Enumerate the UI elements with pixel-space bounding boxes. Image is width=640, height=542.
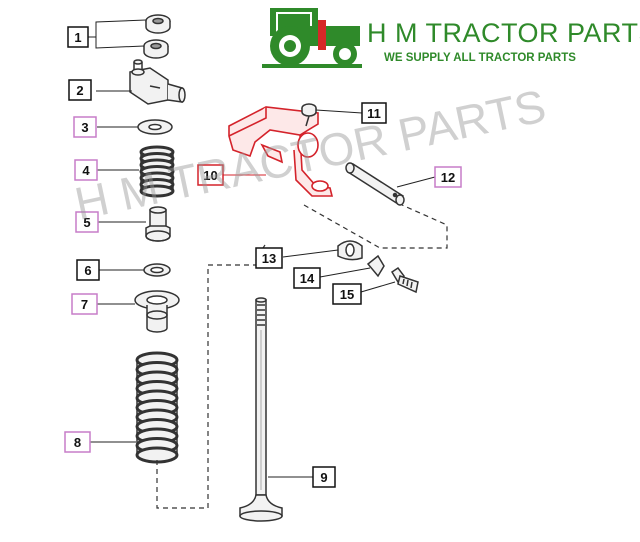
assembly-guides bbox=[156, 204, 448, 509]
callout-4-box bbox=[74, 159, 98, 181]
bolt-part-15 bbox=[390, 266, 419, 294]
callout-9: 9 bbox=[312, 466, 336, 488]
callout-1: 1 bbox=[67, 26, 89, 48]
callout-11-text: 11 bbox=[367, 106, 381, 121]
brand-tagline: WE SUPPLY ALL TRACTOR PARTS bbox=[384, 52, 576, 64]
callout-13: 13 bbox=[255, 247, 283, 269]
callout-12: 12 bbox=[434, 166, 462, 188]
callout-8-text: 8 bbox=[74, 435, 81, 450]
callout-3: 3 bbox=[73, 116, 97, 138]
callout-5-box bbox=[75, 211, 99, 233]
callout-2-box bbox=[68, 79, 92, 101]
callout-3-box bbox=[73, 116, 97, 138]
callout-3-text: 3 bbox=[81, 120, 88, 135]
callout-5: 5 bbox=[75, 211, 99, 233]
callout-15: 15 bbox=[332, 283, 362, 305]
callout-2-text: 2 bbox=[76, 83, 83, 98]
callout-8-box bbox=[64, 431, 91, 453]
rocker-shaft-part-12 bbox=[345, 162, 405, 206]
seal-ring-part-6 bbox=[143, 263, 171, 277]
callout-7-box bbox=[71, 293, 98, 315]
callout-8: 8 bbox=[64, 431, 91, 453]
callout-2: 2 bbox=[68, 79, 92, 101]
adjusting-screw-part-2 bbox=[129, 59, 186, 105]
callout-10-text: 10 bbox=[203, 168, 217, 183]
large-spring-part-8 bbox=[135, 351, 179, 464]
callout-4-text: 4 bbox=[82, 163, 90, 178]
callout-11: 11 bbox=[361, 102, 387, 124]
spring-retainer-part-7 bbox=[134, 290, 180, 333]
callout-13-text: 13 bbox=[262, 251, 276, 266]
washer-part-3 bbox=[137, 119, 173, 135]
valve-cap-part-5 bbox=[145, 206, 171, 242]
clip-part-14 bbox=[366, 254, 385, 278]
valve-part-9 bbox=[239, 297, 283, 522]
callout-9-box bbox=[312, 466, 336, 488]
callout-5-text: 5 bbox=[83, 215, 90, 230]
callout-6-box bbox=[76, 259, 100, 281]
callout-6-text: 6 bbox=[84, 263, 91, 278]
callout-12-text: 12 bbox=[441, 170, 455, 185]
callout-15-text: 15 bbox=[340, 287, 354, 302]
callout-1-box bbox=[67, 26, 89, 48]
callout-14: 14 bbox=[293, 267, 321, 289]
screw-part-11 bbox=[301, 103, 317, 127]
callout-4: 4 bbox=[74, 159, 98, 181]
callout-1-text: 1 bbox=[74, 30, 81, 45]
callout-14-box bbox=[293, 267, 321, 289]
nut-part-1 bbox=[143, 14, 171, 59]
callout-10: 10 bbox=[197, 164, 224, 186]
rocker-arm-part-10 bbox=[228, 106, 334, 197]
callout-14-text: 14 bbox=[300, 271, 315, 286]
tractor-logo-icon bbox=[262, 8, 362, 68]
collet-part-13 bbox=[337, 240, 363, 261]
leader-lines bbox=[88, 19, 436, 478]
brand-name: H M TRACTOR PARTS bbox=[367, 18, 640, 48]
callout-13-box bbox=[255, 247, 283, 269]
callout-9-text: 9 bbox=[320, 470, 327, 485]
callout-10-box bbox=[197, 164, 224, 186]
callout-11-box bbox=[361, 102, 387, 124]
small-spring-part-4 bbox=[139, 145, 175, 198]
callout-15-box bbox=[332, 283, 362, 305]
callout-7: 7 bbox=[71, 293, 98, 315]
callout-7-text: 7 bbox=[81, 297, 88, 312]
callout-12-box bbox=[434, 166, 462, 188]
callout-6: 6 bbox=[76, 259, 100, 281]
